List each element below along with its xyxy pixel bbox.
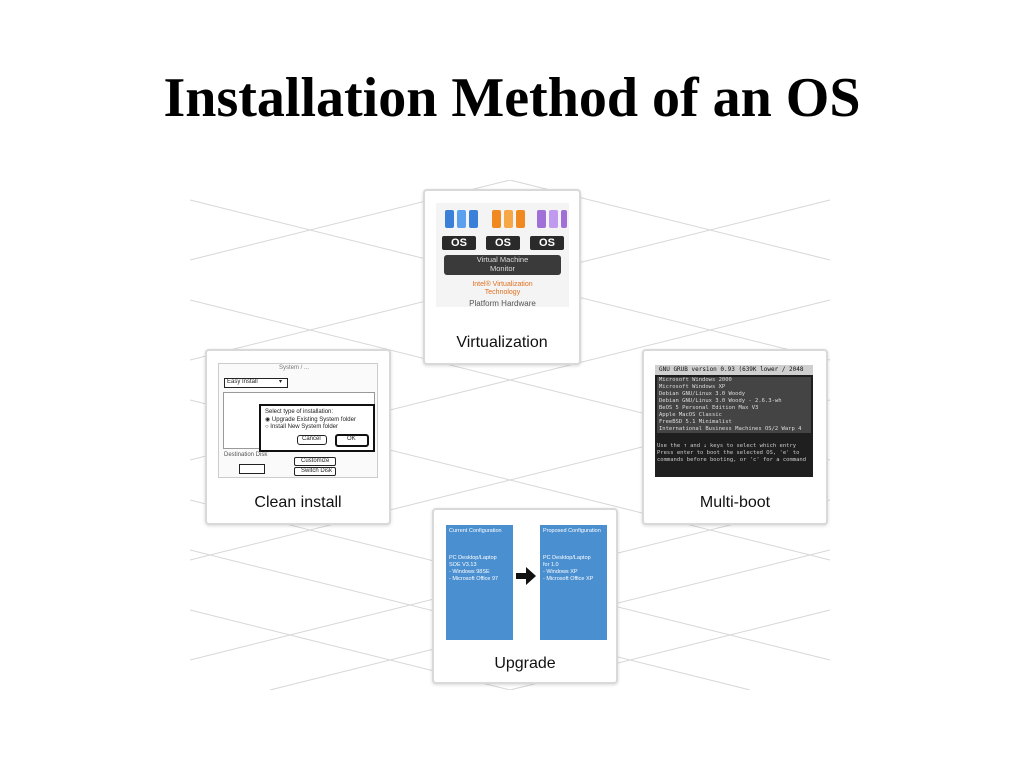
ok-button: OK	[335, 434, 369, 447]
proposed-config-panel: Proposed Configuration PC Desktop/Laptop…	[540, 525, 607, 640]
dropdown-value: Easy Install	[227, 379, 258, 386]
disk-icon	[239, 464, 265, 474]
upgrade-label: Upgrade	[434, 655, 616, 673]
boot-entry: International Business Machines OS/2 War…	[657, 426, 811, 433]
clean-install-card: System / ... Easy Install ▾ Select type …	[205, 349, 391, 525]
virtualization-card: OS OS OS Virtual Machine Monitor Intel® …	[423, 189, 581, 365]
vmm-line: Monitor	[444, 264, 561, 273]
option-label: Install New System folder	[270, 424, 338, 430]
app-icon	[457, 210, 466, 228]
customize-button: Customize	[294, 457, 336, 466]
boot-entry: Microsoft Windows 2000	[657, 377, 811, 384]
dialog-title: Select type of installation:	[265, 409, 333, 416]
app-icon	[537, 210, 546, 228]
config-line: PC Desktop/Laptop	[543, 555, 604, 562]
boot-entry: Apple MacOS Classic	[657, 412, 811, 419]
grub-screenshot: GNU GRUB version 0.93 (639K lower / 2048…	[655, 365, 813, 477]
customize-label: Customize	[301, 458, 329, 465]
app-icon	[549, 210, 558, 228]
config-line: - Microsoft Office 97	[449, 576, 510, 583]
app-icon	[469, 210, 478, 228]
chevron-down-icon: ▾	[279, 379, 282, 386]
footer-line: Use the ↑ and ↓ keys to select which ent…	[657, 443, 811, 450]
option-label: Upgrade Existing System folder	[272, 417, 356, 423]
footer-line: commands before booting, or 'c' for a co…	[657, 457, 811, 464]
intel-line: Intel® Virtualization	[436, 281, 569, 289]
clean-install-screenshot: System / ... Easy Install ▾ Select type …	[218, 363, 378, 478]
ok-label: OK	[347, 436, 356, 443]
boot-entry: FreeBSD 5.1 Minimalist	[657, 419, 811, 426]
boot-entry: BeOS 5 Personal Edition Max V3	[657, 405, 811, 412]
panel-title: Proposed Configuration	[543, 528, 604, 535]
intel-line: Technology	[436, 289, 569, 297]
config-line: - Windows 98SE	[449, 569, 510, 576]
intel-vt-text: Intel® Virtualization Technology	[436, 281, 569, 297]
slide-title: Installation Method of an OS	[0, 62, 1024, 134]
footer-line: Press enter to boot the selected OS, 'e'…	[657, 450, 811, 457]
install-type-dialog: Select type of installation: ◉ Upgrade E…	[259, 404, 375, 452]
boot-menu: Microsoft Windows 2000 Microsoft Windows…	[657, 377, 811, 433]
app-icon	[492, 210, 501, 228]
destination-label: Destination Disk	[224, 452, 267, 459]
switch-disk-label: Switch Disk	[301, 468, 332, 475]
config-line: PC Desktop/Laptop	[449, 555, 510, 562]
virtualization-diagram: OS OS OS Virtual Machine Monitor Intel® …	[436, 203, 569, 307]
option-new: ○ Install New System folder	[265, 424, 338, 431]
vmm-line: Virtual Machine	[444, 255, 561, 264]
vmm-box: Virtual Machine Monitor	[444, 255, 561, 275]
os-box: OS	[486, 236, 520, 250]
app-icon	[445, 210, 454, 228]
install-dropdown: Easy Install ▾	[224, 378, 288, 388]
switch-disk-button: Switch Disk	[294, 467, 336, 476]
app-icon	[561, 210, 567, 228]
current-config-panel: Current Configuration PC Desktop/Laptop …	[446, 525, 513, 640]
boot-entry: Debian GNU/Linux 3.0 Woody	[657, 391, 811, 398]
app-icon	[516, 210, 525, 228]
boot-entry: Microsoft Windows XP	[657, 384, 811, 391]
cancel-label: Cancel	[302, 436, 321, 443]
config-line: - Microsoft Office XP	[543, 576, 604, 583]
boot-entry: Debian GNU/Linux 3.0 Woody - 2.6.3-wh	[657, 398, 811, 405]
window-title: System / ...	[279, 365, 309, 372]
grub-footer: Use the ↑ and ↓ keys to select which ent…	[657, 443, 811, 464]
virtualization-label: Virtualization	[425, 334, 579, 352]
config-line: for 1.0	[543, 562, 604, 569]
os-box: OS	[530, 236, 564, 250]
multi-boot-label: Multi-boot	[644, 494, 826, 512]
arrow-right-icon	[515, 565, 537, 587]
clean-install-label: Clean install	[207, 494, 389, 512]
upgrade-card: Current Configuration PC Desktop/Laptop …	[432, 508, 618, 684]
config-line: SOE V3.13	[449, 562, 510, 569]
option-upgrade: ◉ Upgrade Existing System folder	[265, 417, 356, 424]
multi-boot-card: GNU GRUB version 0.93 (639K lower / 2048…	[642, 349, 828, 525]
cancel-button: Cancel	[297, 435, 327, 445]
platform-hardware-text: Platform Hardware	[436, 299, 569, 308]
grub-header: GNU GRUB version 0.93 (639K lower / 2048	[655, 365, 813, 375]
panel-title: Current Configuration	[449, 528, 510, 535]
os-box: OS	[442, 236, 476, 250]
app-icon	[504, 210, 513, 228]
config-line: - Windows XP	[543, 569, 604, 576]
